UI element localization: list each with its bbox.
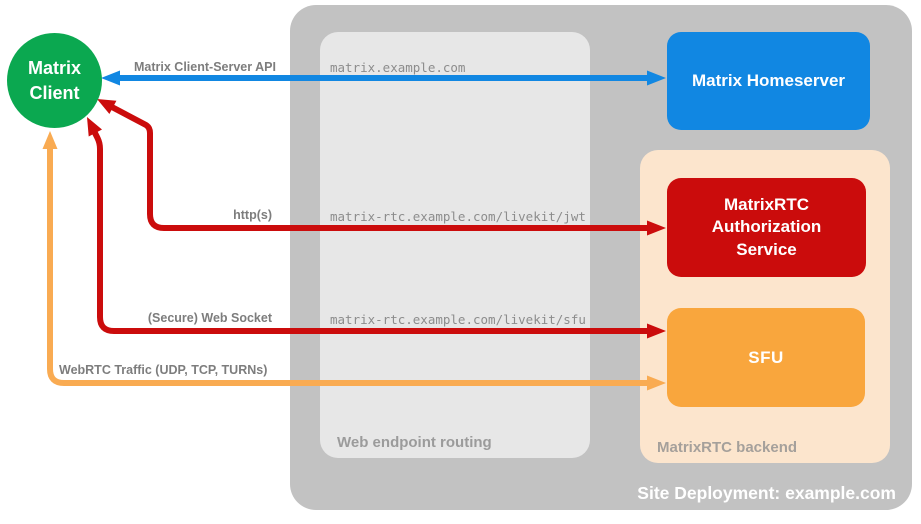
edge-label-webrtc-traffic: WebRTC Traffic (UDP, TCP, TURNs) xyxy=(59,363,268,377)
route-label-matrix-example-com: matrix.example.com xyxy=(330,60,466,75)
matrixrtc-backend-label: MatrixRTC backend xyxy=(657,439,798,456)
matrix-homeserver-label: Matrix Homeserver xyxy=(691,71,846,90)
web-endpoint-routing-box: Web endpoint routing xyxy=(320,32,590,458)
matrix-homeserver-node: Matrix Homeserver xyxy=(667,32,870,130)
arrow-client-server-api xyxy=(101,70,666,86)
matrixrtc-authorization-service-node: MatrixRTC Authorization Service xyxy=(667,178,866,277)
arrow-https xyxy=(97,99,666,236)
sfu-label: SFU xyxy=(748,347,784,367)
arrow-webrtc xyxy=(42,131,666,391)
edge-label-websocket: (Secure) Web Socket xyxy=(147,311,272,325)
route-label-livekit-jwt: matrix-rtc.example.com/livekit/jwt xyxy=(330,209,586,224)
matrix-client-node: Matrix Client xyxy=(7,33,102,128)
edge-label-https: http(s) xyxy=(233,208,272,222)
matrixrtc-authorization-service-label: MatrixRTC Authorization Service xyxy=(711,195,822,259)
matrix-client-label: Matrix Client xyxy=(27,58,81,103)
edge-label-client-server-api: Matrix Client-Server API xyxy=(134,60,276,74)
sfu-node: SFU xyxy=(667,308,865,407)
site-deployment-label: Site Deployment: example.com xyxy=(637,483,896,503)
route-label-livekit-sfu: matrix-rtc.example.com/livekit/sfu xyxy=(330,312,586,327)
web-endpoint-routing-label: Web endpoint routing xyxy=(337,434,492,451)
arrow-websocket xyxy=(87,117,666,339)
